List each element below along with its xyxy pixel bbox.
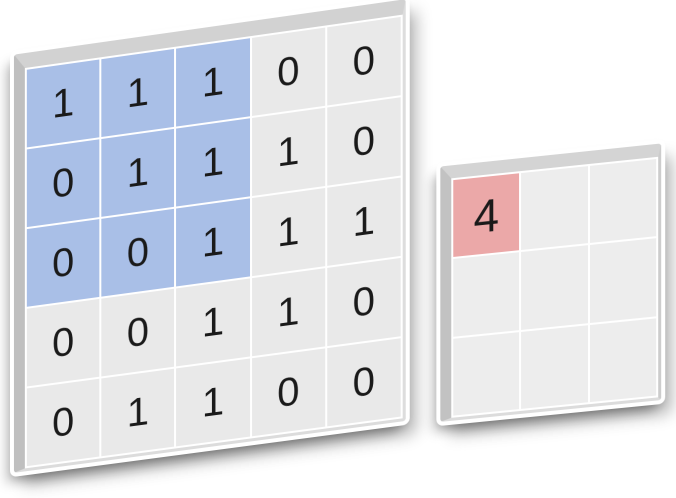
matrix-cell bbox=[453, 331, 520, 416]
matrix-cell bbox=[589, 318, 657, 403]
matrix-cell: 0 bbox=[26, 139, 100, 228]
matrix-cell: 1 bbox=[176, 198, 250, 287]
matrix-cell bbox=[521, 324, 588, 409]
matrix-cell: 1 bbox=[327, 177, 401, 266]
matrix-cell: 0 bbox=[327, 338, 401, 427]
matrix-cell: 0 bbox=[327, 97, 401, 186]
matrix-cell: 1 bbox=[26, 59, 100, 148]
matrix-cell bbox=[589, 158, 657, 244]
matrix-cell: 1 bbox=[101, 368, 175, 457]
matrix-cell: 0 bbox=[26, 219, 100, 307]
matrix-cell: 0 bbox=[327, 257, 401, 347]
matrix-cell: 4 bbox=[453, 173, 520, 258]
output-matrix-grid: 4 bbox=[451, 156, 659, 418]
matrix-cell: 1 bbox=[176, 358, 250, 447]
matrix-cell: 1 bbox=[251, 107, 326, 197]
matrix-cell: 0 bbox=[101, 288, 175, 377]
matrix-cell: 0 bbox=[26, 298, 100, 387]
matrix-cell: 1 bbox=[176, 38, 250, 127]
matrix-cell: 1 bbox=[251, 188, 326, 277]
matrix-cell: 1 bbox=[101, 128, 175, 217]
matrix-cell: 1 bbox=[176, 118, 250, 207]
matrix-cell bbox=[521, 166, 588, 251]
matrix-cell: 0 bbox=[327, 16, 401, 106]
matrix-cell: 1 bbox=[101, 48, 175, 138]
matrix-cell: 1 bbox=[176, 278, 250, 367]
matrix-cell: 1 bbox=[251, 268, 326, 357]
matrix-cell bbox=[521, 245, 588, 330]
matrix-cell: 0 bbox=[251, 348, 326, 437]
matrix-cell bbox=[453, 252, 520, 337]
matrix-cell: 0 bbox=[26, 378, 100, 467]
matrix-cell: 0 bbox=[251, 27, 326, 117]
output-matrix-plate: 4 bbox=[440, 143, 662, 422]
matrix-cell bbox=[589, 238, 657, 323]
matrix-cell: 0 bbox=[101, 208, 175, 297]
